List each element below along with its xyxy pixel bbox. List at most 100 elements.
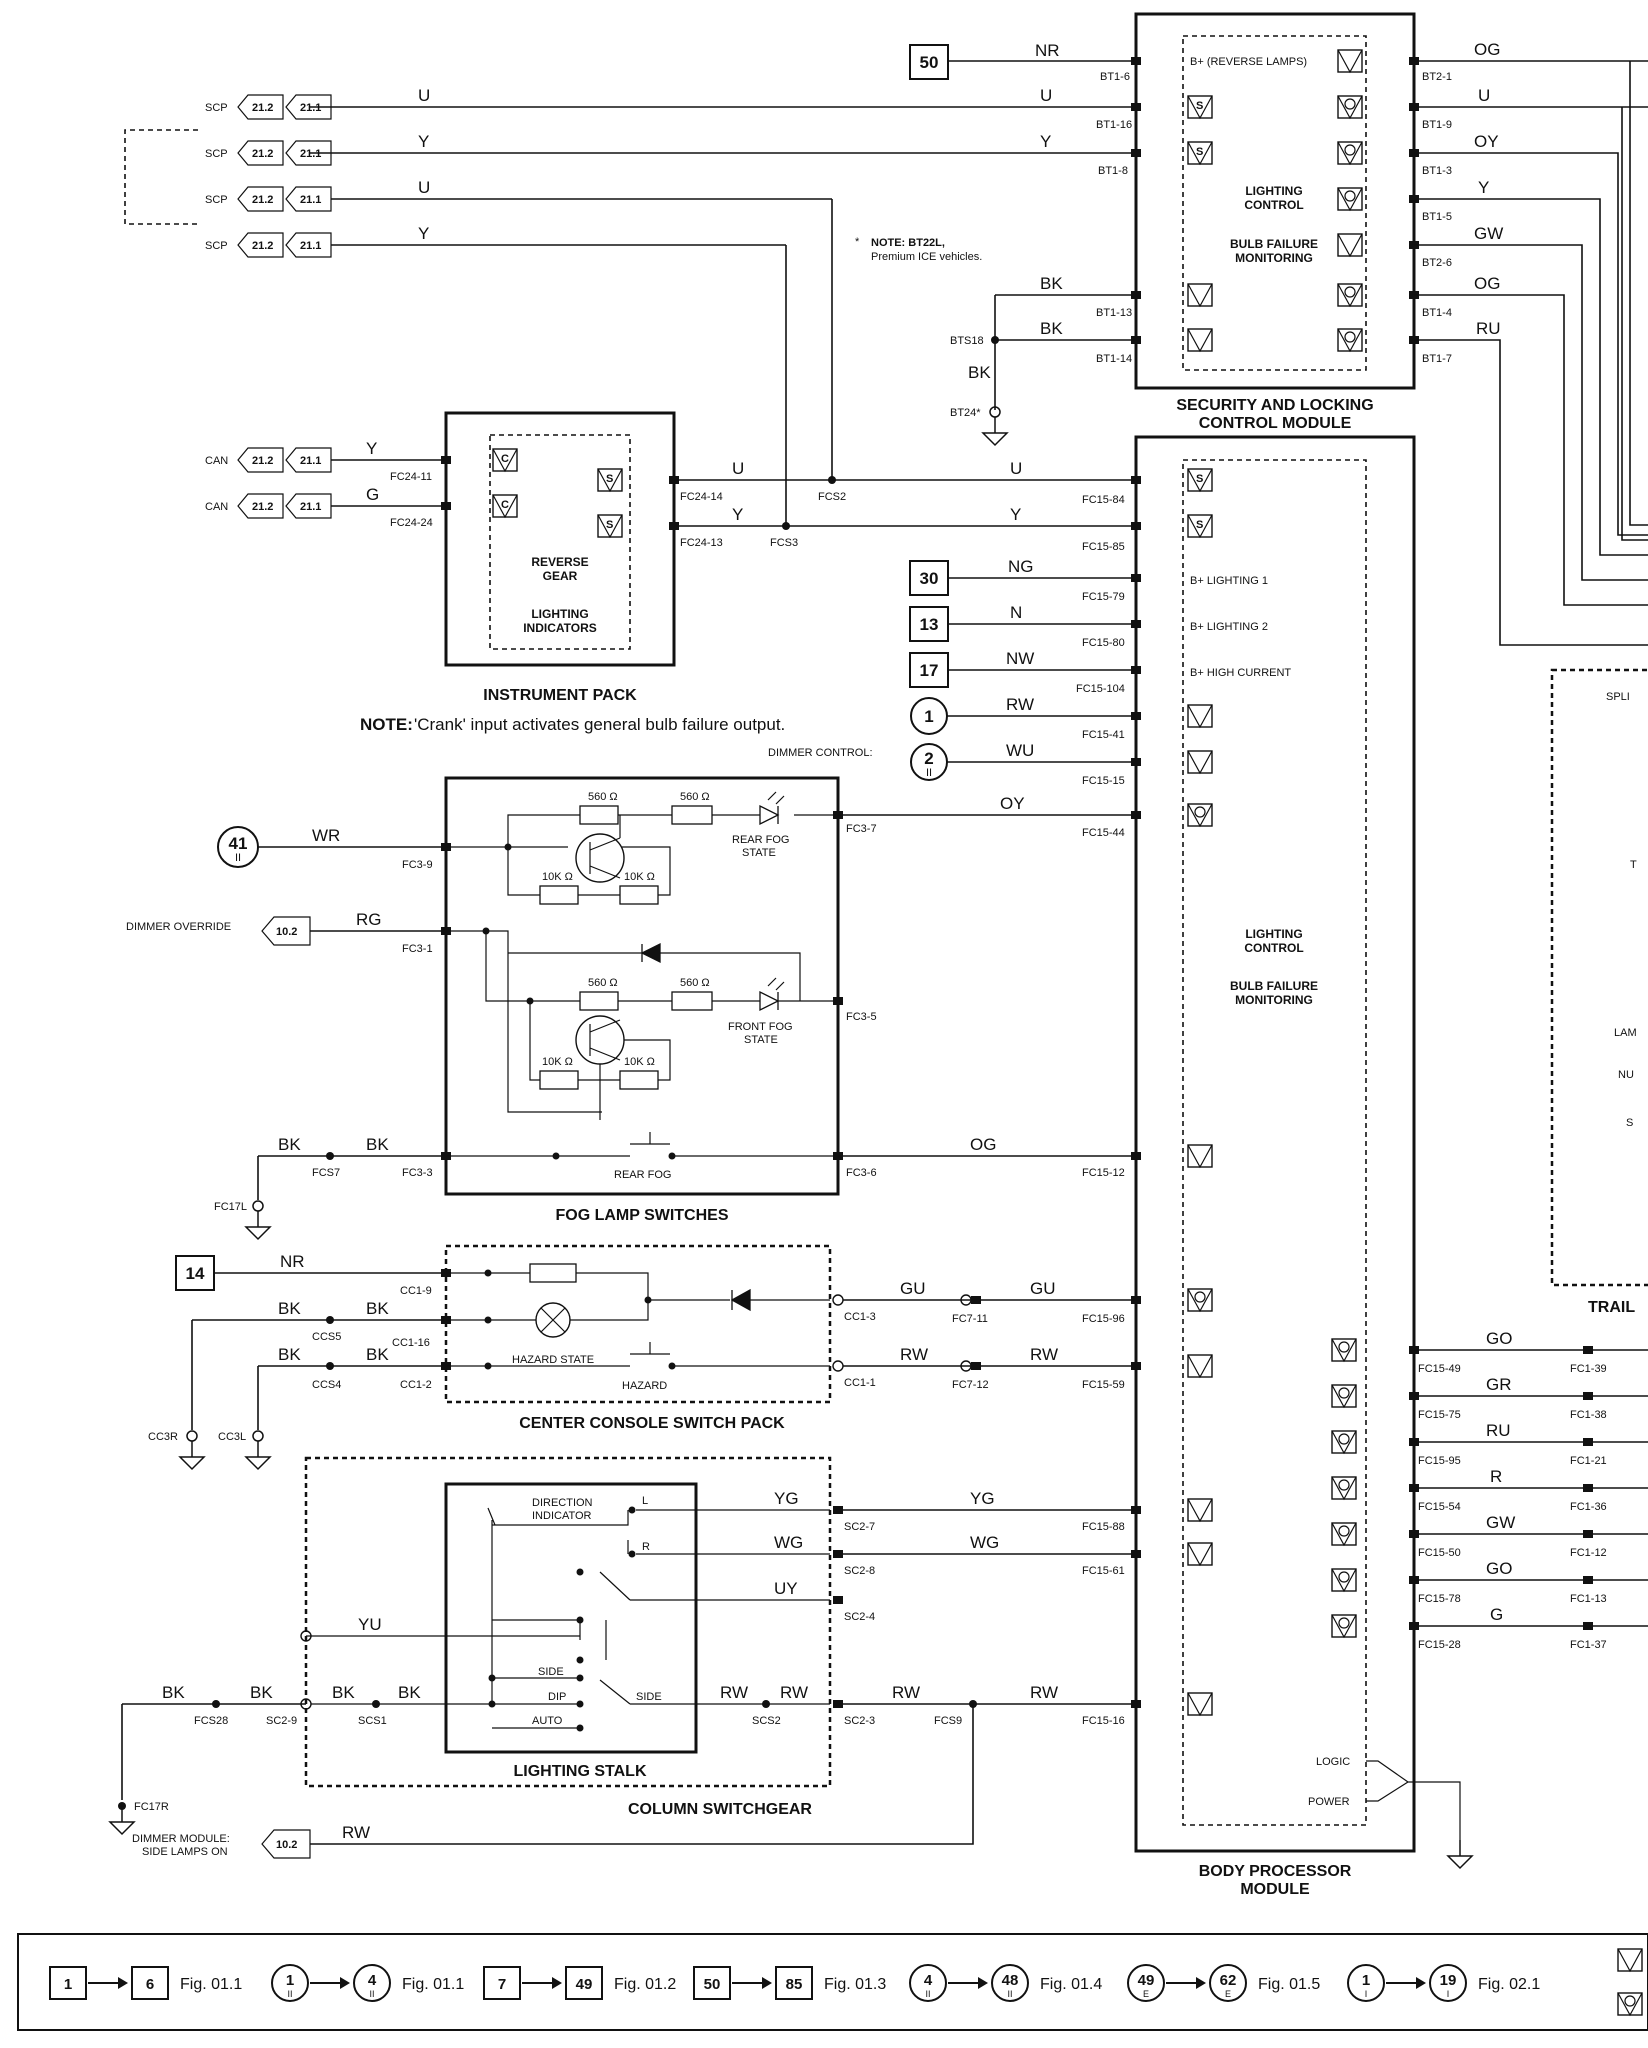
wire-label: RW xyxy=(1006,695,1034,714)
note2-text: 'Crank' input activates general bulb fai… xyxy=(414,715,785,734)
security-title-2: CONTROL MODULE xyxy=(1199,415,1352,432)
ref-212: 21.2 xyxy=(252,194,273,206)
center-console-box xyxy=(444,1244,832,1404)
legend-from-ref xyxy=(49,1966,87,2000)
legend-from-ref-sub: II xyxy=(287,1989,292,1999)
ref-circle-41-sub: II xyxy=(235,852,241,864)
ref-30: 30 xyxy=(920,569,939,588)
legend-to-ref xyxy=(565,1966,603,2000)
ref-14: 14 xyxy=(186,1264,205,1283)
wire-label: OY xyxy=(1000,794,1025,813)
legend-to-ref-text: 48 xyxy=(1002,1972,1019,1989)
pin-label: BT2-1 xyxy=(1422,71,1452,83)
legend-to-ref-text: 85 xyxy=(786,1976,803,1993)
pin-label: FC15-78 xyxy=(1418,1593,1461,1605)
wire-label: RW xyxy=(720,1683,748,1702)
trailer-module-partial xyxy=(1550,668,1648,1287)
wire-label: GU xyxy=(900,1279,926,1298)
pin-label: BT24* xyxy=(950,407,981,419)
resistor-label: 560 Ω xyxy=(680,977,710,989)
pin-label: FC3-1 xyxy=(402,943,433,955)
wire-label: BK xyxy=(162,1683,185,1702)
pin-label: FC7-11 xyxy=(952,1313,988,1325)
legend-fig-label: Fig. 01.4 xyxy=(1040,1976,1102,1993)
pin-label: FC24-24 xyxy=(390,517,433,529)
ref-circle-1: 1 xyxy=(924,707,933,726)
legend-fig-label: Fig. 01.3 xyxy=(824,1976,886,1993)
pin-label: FCS7 xyxy=(312,1167,340,1179)
note1-a: NOTE: BT22L, xyxy=(871,237,945,249)
legend-from-ref xyxy=(1347,1964,1385,2002)
ref-211: 21.1 xyxy=(300,240,321,252)
legend-from-ref xyxy=(271,1964,309,2002)
body-right-outputs: GO FC15-49 FC1-39 GR FC15-75 FC1-38 RU F… xyxy=(1331,1329,1648,1651)
resistor-label: 10K Ω xyxy=(542,1056,573,1068)
trailer-text-1: SPLI xyxy=(1606,691,1630,703)
wire-label: YU xyxy=(358,1615,382,1634)
ref-211: 21.1 xyxy=(300,455,321,467)
can-label: CAN xyxy=(205,455,228,467)
legend-from-ref-text: 1 xyxy=(64,1976,72,1993)
security-inner-3: BULB FAILURE xyxy=(1230,237,1318,251)
legend-from-ref-sub: II xyxy=(925,1989,930,1999)
pin-label: BT1-7 xyxy=(1422,353,1452,365)
dimmer-module-1: DIMMER MODULE: xyxy=(132,1833,230,1845)
legend-to-ref-sub: II xyxy=(1007,1989,1012,1999)
wire-label: RG xyxy=(356,910,382,929)
pin-label: FC15-85 xyxy=(1082,541,1125,553)
note1-b: Premium ICE vehicles. xyxy=(871,251,982,263)
legend-from-ref xyxy=(1127,1964,1165,2002)
wire-label: RU xyxy=(1476,319,1501,338)
legend-input-icon xyxy=(1617,1948,1643,1972)
wire-label: U xyxy=(418,178,430,197)
power-label: POWER xyxy=(1308,1796,1350,1808)
pin-label: BT2-6 xyxy=(1422,257,1452,269)
resistor-label: 10K Ω xyxy=(624,1056,655,1068)
pin-label: FC1-21 xyxy=(1570,1455,1607,1467)
wire-label: U xyxy=(418,86,430,105)
pin-label: SC2-3 xyxy=(844,1715,875,1727)
instrument-line1: REVERSE xyxy=(531,555,588,569)
wire-label: OG xyxy=(1474,40,1500,59)
scp-label: SCP xyxy=(205,148,228,160)
dip-label: DIP xyxy=(548,1691,566,1703)
legend-arrow-head xyxy=(978,1977,988,1989)
note1-mark: * xyxy=(855,236,860,248)
legend-to-ref-text: 6 xyxy=(146,1976,154,1993)
pin-label: FC3-7 xyxy=(846,823,877,835)
body-inner-3: BULB FAILURE xyxy=(1230,979,1318,993)
wire-label: Y xyxy=(1478,178,1489,197)
legend-to-ref-text: 49 xyxy=(576,1976,593,1993)
resistor-label: 10K Ω xyxy=(624,871,655,883)
trailer-text-4: NU xyxy=(1618,1069,1634,1081)
legend-from-ref-text: 49 xyxy=(1138,1972,1155,1989)
body-processor-box xyxy=(1134,435,1416,1853)
r-label: R xyxy=(642,1541,650,1553)
pin-label: FCS28 xyxy=(194,1715,228,1727)
ref-box-50 xyxy=(909,44,949,80)
pin-label: FC15-104 xyxy=(1076,683,1125,695)
pin-label: FC17R xyxy=(134,1801,169,1813)
front-fog-state-1: FRONT FOG xyxy=(728,1021,793,1033)
fog-circuit: 560 Ω 560 Ω REAR FOG STATE FC3-7 10K Ω 1… xyxy=(446,791,877,1120)
legend-to-ref-text: 19 xyxy=(1440,1972,1457,1989)
wire-label: RU xyxy=(1486,1421,1511,1440)
ref-13: 13 xyxy=(920,615,939,634)
pin-label: BT1-14 xyxy=(1096,353,1132,365)
instrument-line2: GEAR xyxy=(543,569,578,583)
legend-to-ref xyxy=(775,1966,813,2000)
wire-label: WG xyxy=(774,1533,803,1552)
ref-211: 21.1 xyxy=(300,102,321,114)
console-circuit: HAZARD STATE HAZARD CC1-3 CC1-1 xyxy=(441,1263,876,1392)
wire-label: GO xyxy=(1486,1559,1512,1578)
security-title-1: SECURITY AND LOCKING xyxy=(1176,397,1373,414)
security-inner-4: MONITORING xyxy=(1235,251,1313,265)
resistor-label: 560 Ω xyxy=(680,791,710,803)
wire-label: G xyxy=(366,485,379,504)
legend-to-ref xyxy=(1429,1964,1467,2002)
legend-from-ref-text: 1 xyxy=(1362,1972,1370,1989)
wire-label: BK xyxy=(398,1683,421,1702)
legend-to-ref-sub: II xyxy=(369,1989,374,1999)
pin-label: FC15-28 xyxy=(1418,1639,1461,1651)
legend-arrow-head xyxy=(340,1977,350,1989)
